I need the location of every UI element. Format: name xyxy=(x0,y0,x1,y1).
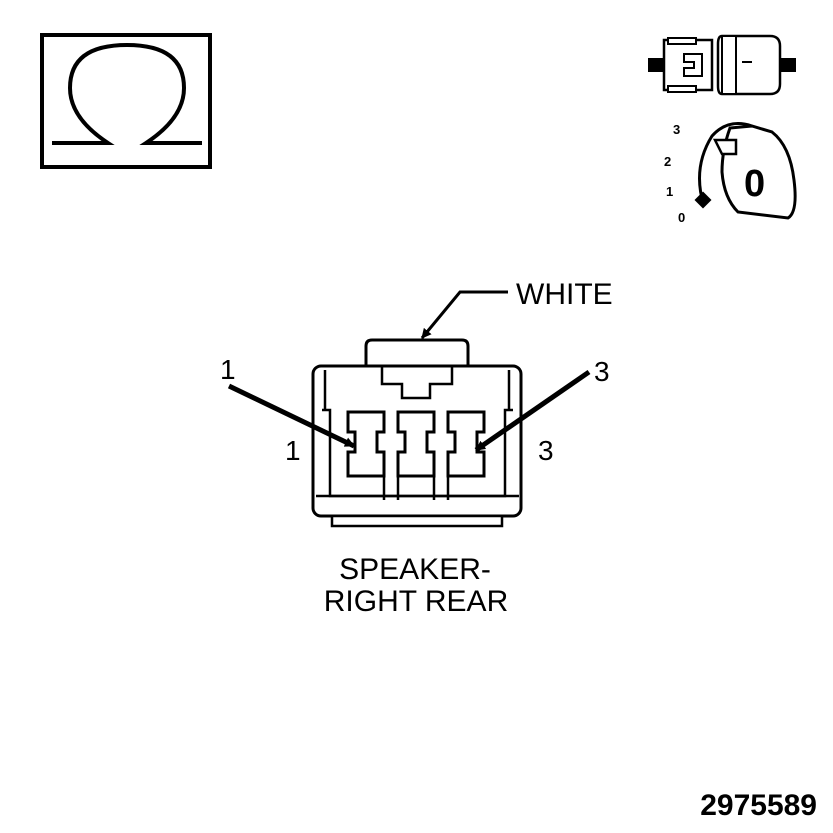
ignition-key-icon: 3 2 1 0 0 xyxy=(664,122,797,225)
pin-face-label-3: 3 xyxy=(538,435,554,466)
connector-key xyxy=(380,366,454,400)
speaker-connector xyxy=(311,338,523,528)
terminal-cavity-3 xyxy=(446,410,486,478)
connector-latch xyxy=(364,338,470,366)
connector-base-rail xyxy=(330,514,504,528)
pin-callout-1: 1 xyxy=(220,354,236,385)
connector-color-label: WHITE xyxy=(516,278,613,311)
pin-3-arrow xyxy=(474,369,591,453)
ignition-position-1: 1 xyxy=(666,184,673,199)
disconnected-connector-icon xyxy=(648,34,796,96)
ohmmeter-frame xyxy=(40,33,212,169)
omega-icon xyxy=(52,42,202,145)
figure-number: 2975589 xyxy=(700,789,817,822)
ignition-position-2: 2 xyxy=(664,154,671,169)
pin-1-arrow xyxy=(227,383,356,449)
connector-name-line-2: RIGHT REAR xyxy=(324,585,508,618)
ignition-key-digit: 0 xyxy=(744,163,765,205)
pin-callout-3: 3 xyxy=(594,356,610,387)
ohmmeter-symbol xyxy=(40,33,212,169)
pin-face-label-1: 1 xyxy=(285,435,301,466)
ignition-position-0: 0 xyxy=(678,210,685,225)
connector-name-line-1: SPEAKER- xyxy=(339,553,491,586)
color-leader-line xyxy=(420,290,508,339)
ignition-position-3: 3 xyxy=(673,122,680,137)
